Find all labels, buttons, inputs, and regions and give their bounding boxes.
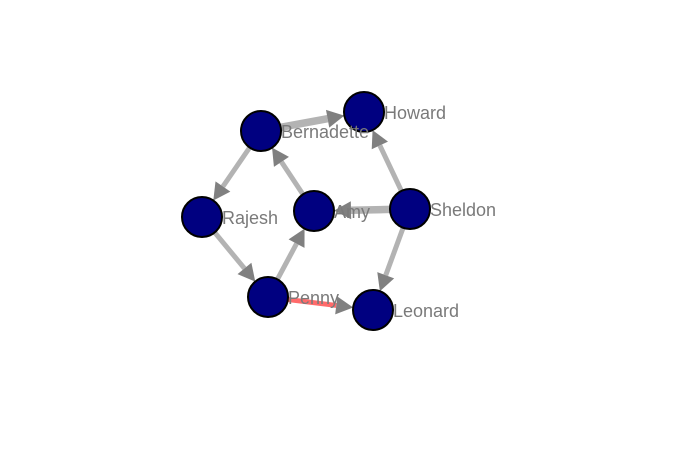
node-label-leonard: Leonard bbox=[393, 301, 459, 321]
node-label-penny: Penny bbox=[288, 288, 339, 308]
edge-penny-amy bbox=[275, 242, 299, 281]
arrowhead-penny-leonard bbox=[335, 296, 354, 315]
edge-rajesh-penny bbox=[212, 230, 247, 271]
edge-sheldon-leonard bbox=[383, 226, 406, 277]
edge-penny-leonard bbox=[287, 296, 337, 308]
arrowhead-sheldon-leonard bbox=[377, 272, 395, 292]
node-sheldon[interactable] bbox=[389, 188, 431, 230]
node-layer bbox=[181, 91, 431, 331]
edge-sheldon-howard bbox=[377, 144, 404, 193]
arrowhead-bernadette-rajesh bbox=[213, 181, 231, 201]
node-penny[interactable] bbox=[247, 276, 289, 318]
arrowhead-penny-amy bbox=[288, 228, 305, 248]
node-leonard[interactable] bbox=[352, 289, 394, 331]
arrowhead-bernadette-howard bbox=[325, 109, 345, 128]
node-rajesh[interactable] bbox=[181, 196, 223, 238]
node-howard[interactable] bbox=[343, 91, 385, 133]
node-label-rajesh: Rajesh bbox=[222, 208, 278, 228]
node-bernadette[interactable] bbox=[240, 110, 282, 152]
edge-bernadette-rajesh bbox=[220, 146, 252, 188]
edge-sheldon-amy bbox=[350, 205, 391, 214]
edge-layer bbox=[212, 109, 406, 315]
node-label-howard: Howard bbox=[384, 103, 446, 123]
arrowhead-sheldon-amy bbox=[333, 201, 352, 220]
node-label-amy: Amy bbox=[334, 202, 370, 222]
edge-amy-bernadette bbox=[279, 160, 306, 196]
node-label-bernadette: Bernadette bbox=[281, 122, 369, 142]
arrowhead-amy-bernadette bbox=[272, 147, 289, 167]
node-amy[interactable] bbox=[293, 190, 335, 232]
arrowhead-sheldon-howard bbox=[371, 130, 388, 150]
node-label-sheldon: Sheldon bbox=[430, 200, 496, 220]
arrowhead-rajesh-penny bbox=[237, 262, 256, 282]
edge-bernadette-howard bbox=[279, 115, 329, 132]
